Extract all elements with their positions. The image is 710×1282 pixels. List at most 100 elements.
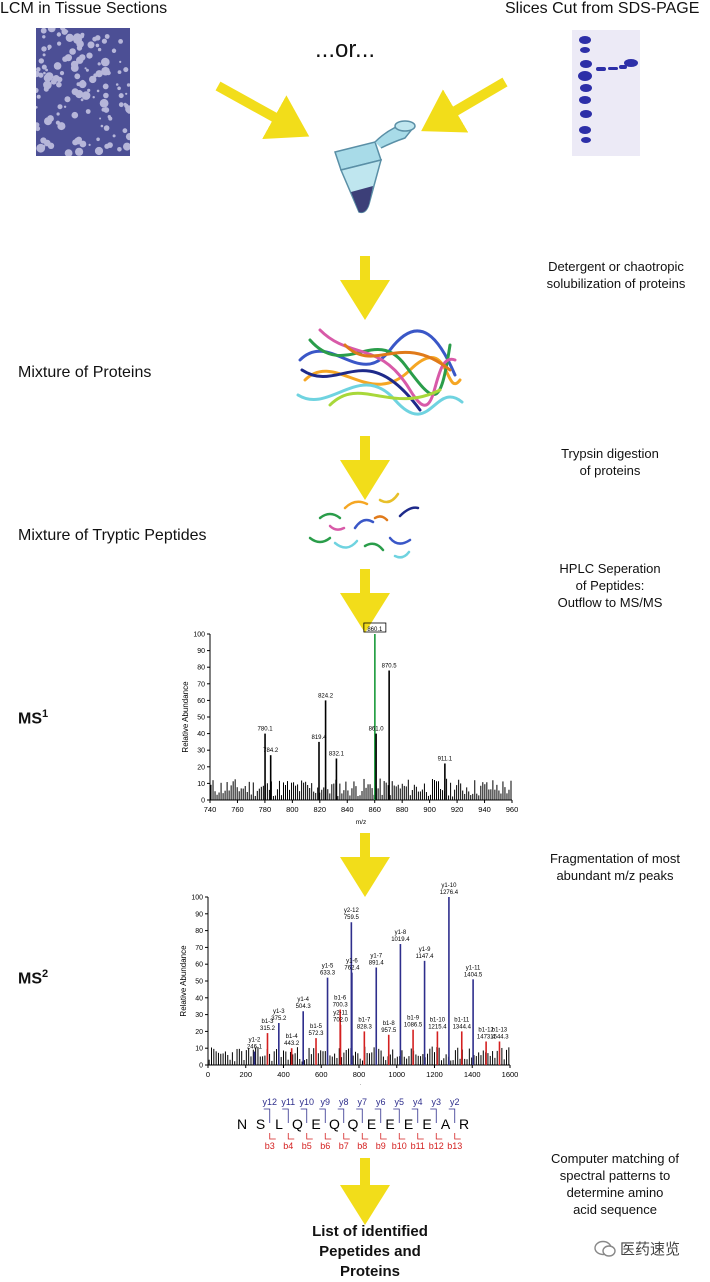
tissue-cell <box>36 67 41 72</box>
y-tick-label: 60 <box>195 962 203 969</box>
peak-label: 315.2 <box>260 1026 276 1032</box>
peak-label: 1544.3 <box>490 1034 509 1040</box>
peak-label: 784.2 <box>263 748 279 754</box>
tissue-cell <box>117 147 122 152</box>
peak-label: 1404.5 <box>464 972 483 978</box>
tissue-cell <box>117 70 122 74</box>
tryptic-peptides-illustration <box>308 492 420 559</box>
tissue-cell <box>47 28 56 33</box>
peak-label: 828.3 <box>357 1024 373 1030</box>
peak-label: 633.3 <box>320 971 336 977</box>
peak-label: y1-5 <box>322 964 334 970</box>
y-ion-label: y11 <box>281 1097 295 1107</box>
b-ion-bracket <box>343 1133 350 1140</box>
arrow-gel-to-tube <box>421 77 508 133</box>
b-ion-label: b7 <box>339 1141 349 1151</box>
y-tick-label: 50 <box>197 715 205 722</box>
b-ion-label: b4 <box>283 1141 293 1151</box>
peak-label: 860.1 <box>367 627 383 633</box>
y-tick-label: 20 <box>197 764 205 771</box>
x-tick-label: 600 <box>315 1070 328 1079</box>
tissue-cell <box>118 102 124 108</box>
peak-label: 246.1 <box>247 1045 263 1051</box>
sequence-residue: A <box>441 1116 451 1132</box>
y-ion-bracket <box>337 1108 345 1123</box>
y-tick-label: 100 <box>193 632 205 639</box>
tissue-cell <box>71 111 79 119</box>
b-ion-bracket <box>454 1133 461 1140</box>
y-tick-label: 100 <box>191 895 203 902</box>
tissue-cell <box>65 33 74 42</box>
sequence-residue: E <box>422 1116 431 1132</box>
tissue-cell <box>97 62 101 66</box>
y-ion-label: y2 <box>450 1097 460 1107</box>
peak-label: 1215.4 <box>428 1024 447 1030</box>
b-ion-label: b12 <box>429 1141 444 1151</box>
y-tick-label: 30 <box>195 1012 203 1019</box>
tissue-cell <box>119 60 122 64</box>
tissue-cell <box>125 92 128 95</box>
b-ion-label: b13 <box>447 1141 462 1151</box>
y-tick-label: 90 <box>197 648 205 655</box>
peak-label: 443.2 <box>284 1041 300 1047</box>
x-tick-label: 900 <box>423 805 436 814</box>
x-axis-label: m/z <box>354 1084 364 1085</box>
sequence-residue: S <box>256 1116 265 1132</box>
peak-label: 1276.4 <box>440 890 459 896</box>
tissue-cell <box>125 133 130 141</box>
y-ion-bracket <box>430 1108 437 1123</box>
y-ion-bracket <box>356 1108 363 1123</box>
peak-label: 1344.4 <box>453 1024 472 1030</box>
tissue-cell <box>55 120 60 125</box>
tissue-cell <box>44 117 52 126</box>
tissue-cell <box>56 81 62 88</box>
arrow-lcm-to-tube <box>215 81 310 140</box>
peak-label: 861.0 <box>369 727 385 733</box>
tissue-cell <box>101 107 106 112</box>
x-tick-label: 1000 <box>388 1070 405 1079</box>
peak-label: 870.5 <box>382 664 398 670</box>
tissue-cell <box>40 28 47 34</box>
tissue-cell <box>107 115 112 119</box>
peak-label: 780.1 <box>258 727 274 733</box>
sequence-residue: E <box>311 1116 320 1132</box>
ms2-label: MS2 <box>18 968 49 988</box>
peak-label: 700.3 <box>333 1003 349 1009</box>
tissue-cell <box>43 86 49 92</box>
tissue-cell <box>56 76 63 83</box>
tissue-cell <box>118 39 123 44</box>
tissue-cell <box>85 109 91 114</box>
y-tick-label: 70 <box>195 945 203 952</box>
tissue-cell <box>111 48 117 53</box>
x-axis-label: m/z <box>356 819 366 826</box>
x-tick-label: 400 <box>277 1070 290 1079</box>
x-tick-label: 200 <box>239 1070 252 1079</box>
tissue-cell <box>75 147 84 156</box>
tissue-cell <box>41 64 47 70</box>
y-tick-label: 20 <box>195 1029 203 1036</box>
mixture-peptides-label: Mixture of Tryptic Peptides <box>18 527 207 544</box>
tissue-cell <box>94 146 104 156</box>
y-ion-label: y3 <box>431 1097 441 1107</box>
tissue-cell <box>38 58 44 64</box>
tissue-cell <box>38 72 44 78</box>
sequence-residue: N <box>237 1116 247 1132</box>
peak-label: y1-3 <box>273 1009 285 1015</box>
peak-label: b1-7 <box>358 1017 371 1023</box>
tissue-cell <box>42 35 46 39</box>
tissue-cell <box>36 106 38 109</box>
y-tick-label: 30 <box>197 748 205 755</box>
y-ion-bracket <box>263 1108 271 1123</box>
x-tick-label: 0 <box>206 1070 210 1079</box>
peak-label: y1-2 <box>249 1038 261 1044</box>
peak-label: b1-13 <box>492 1027 508 1033</box>
b-ion-bracket <box>306 1133 313 1140</box>
tissue-cell <box>79 140 87 148</box>
peak-label: y2-11 <box>333 1011 348 1017</box>
mixture-proteins-label: Mixture of Proteins <box>18 364 152 381</box>
tissue-cell <box>87 88 91 92</box>
